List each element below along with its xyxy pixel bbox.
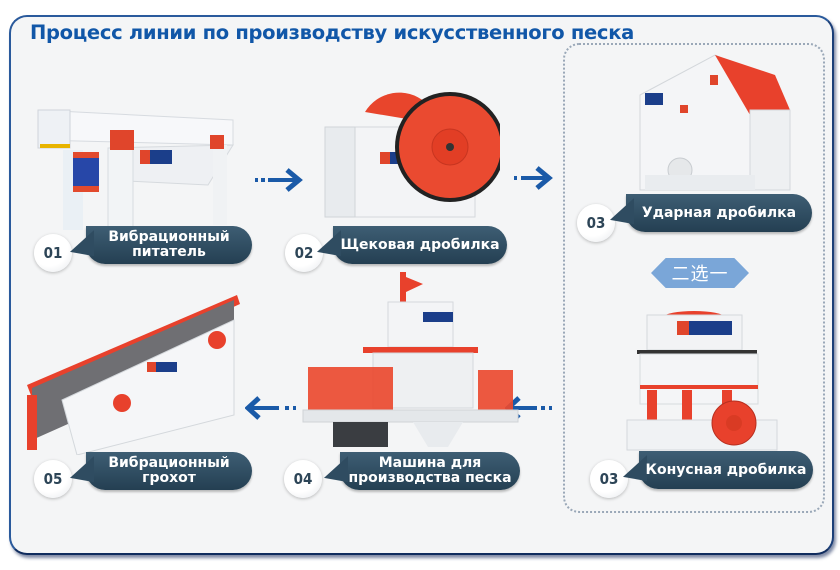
step-number-05: 05 <box>34 460 72 498</box>
step-number-03-cone: 03 <box>590 460 628 498</box>
label-line: Вибрационный <box>108 455 230 471</box>
label-line: производства песка <box>348 470 512 486</box>
step-number-01: 01 <box>34 234 72 272</box>
label-line: Щековая дробилка <box>340 236 500 253</box>
step-label-cone-crusher: Конусная дробилка <box>639 451 813 489</box>
label-line: Ударная дробилка <box>641 204 797 221</box>
step-number-03-impact: 03 <box>577 204 615 242</box>
label-line: Конусная дробилка <box>645 461 807 478</box>
label-line: грохот <box>142 470 196 486</box>
label-line: Машина для <box>378 455 482 471</box>
vibrating-screen-image <box>27 295 240 455</box>
alternative-crushers-group <box>563 43 825 513</box>
jaw-crusher-image <box>324 92 500 218</box>
cone-crusher-image <box>626 311 778 451</box>
step-label-impact-crusher: Ударная дробилка <box>626 194 812 232</box>
step-label-jaw-crusher: Щековая дробилка <box>333 226 507 264</box>
arrow-right-icon <box>255 168 303 192</box>
label-line: Вибрационный <box>108 229 230 245</box>
choose-one-badge: 二选一 <box>651 258 749 288</box>
page-title: Процесс линии по производству искусствен… <box>30 21 634 44</box>
step-number-04: 04 <box>284 460 322 498</box>
arrow-right-icon <box>514 166 553 190</box>
arrow-left-icon <box>245 396 296 420</box>
vibrating-feeder-image <box>37 109 234 230</box>
sand-making-machine-image <box>302 272 519 447</box>
label-line: питатель <box>132 244 206 260</box>
impact-crusher-image <box>639 54 791 191</box>
